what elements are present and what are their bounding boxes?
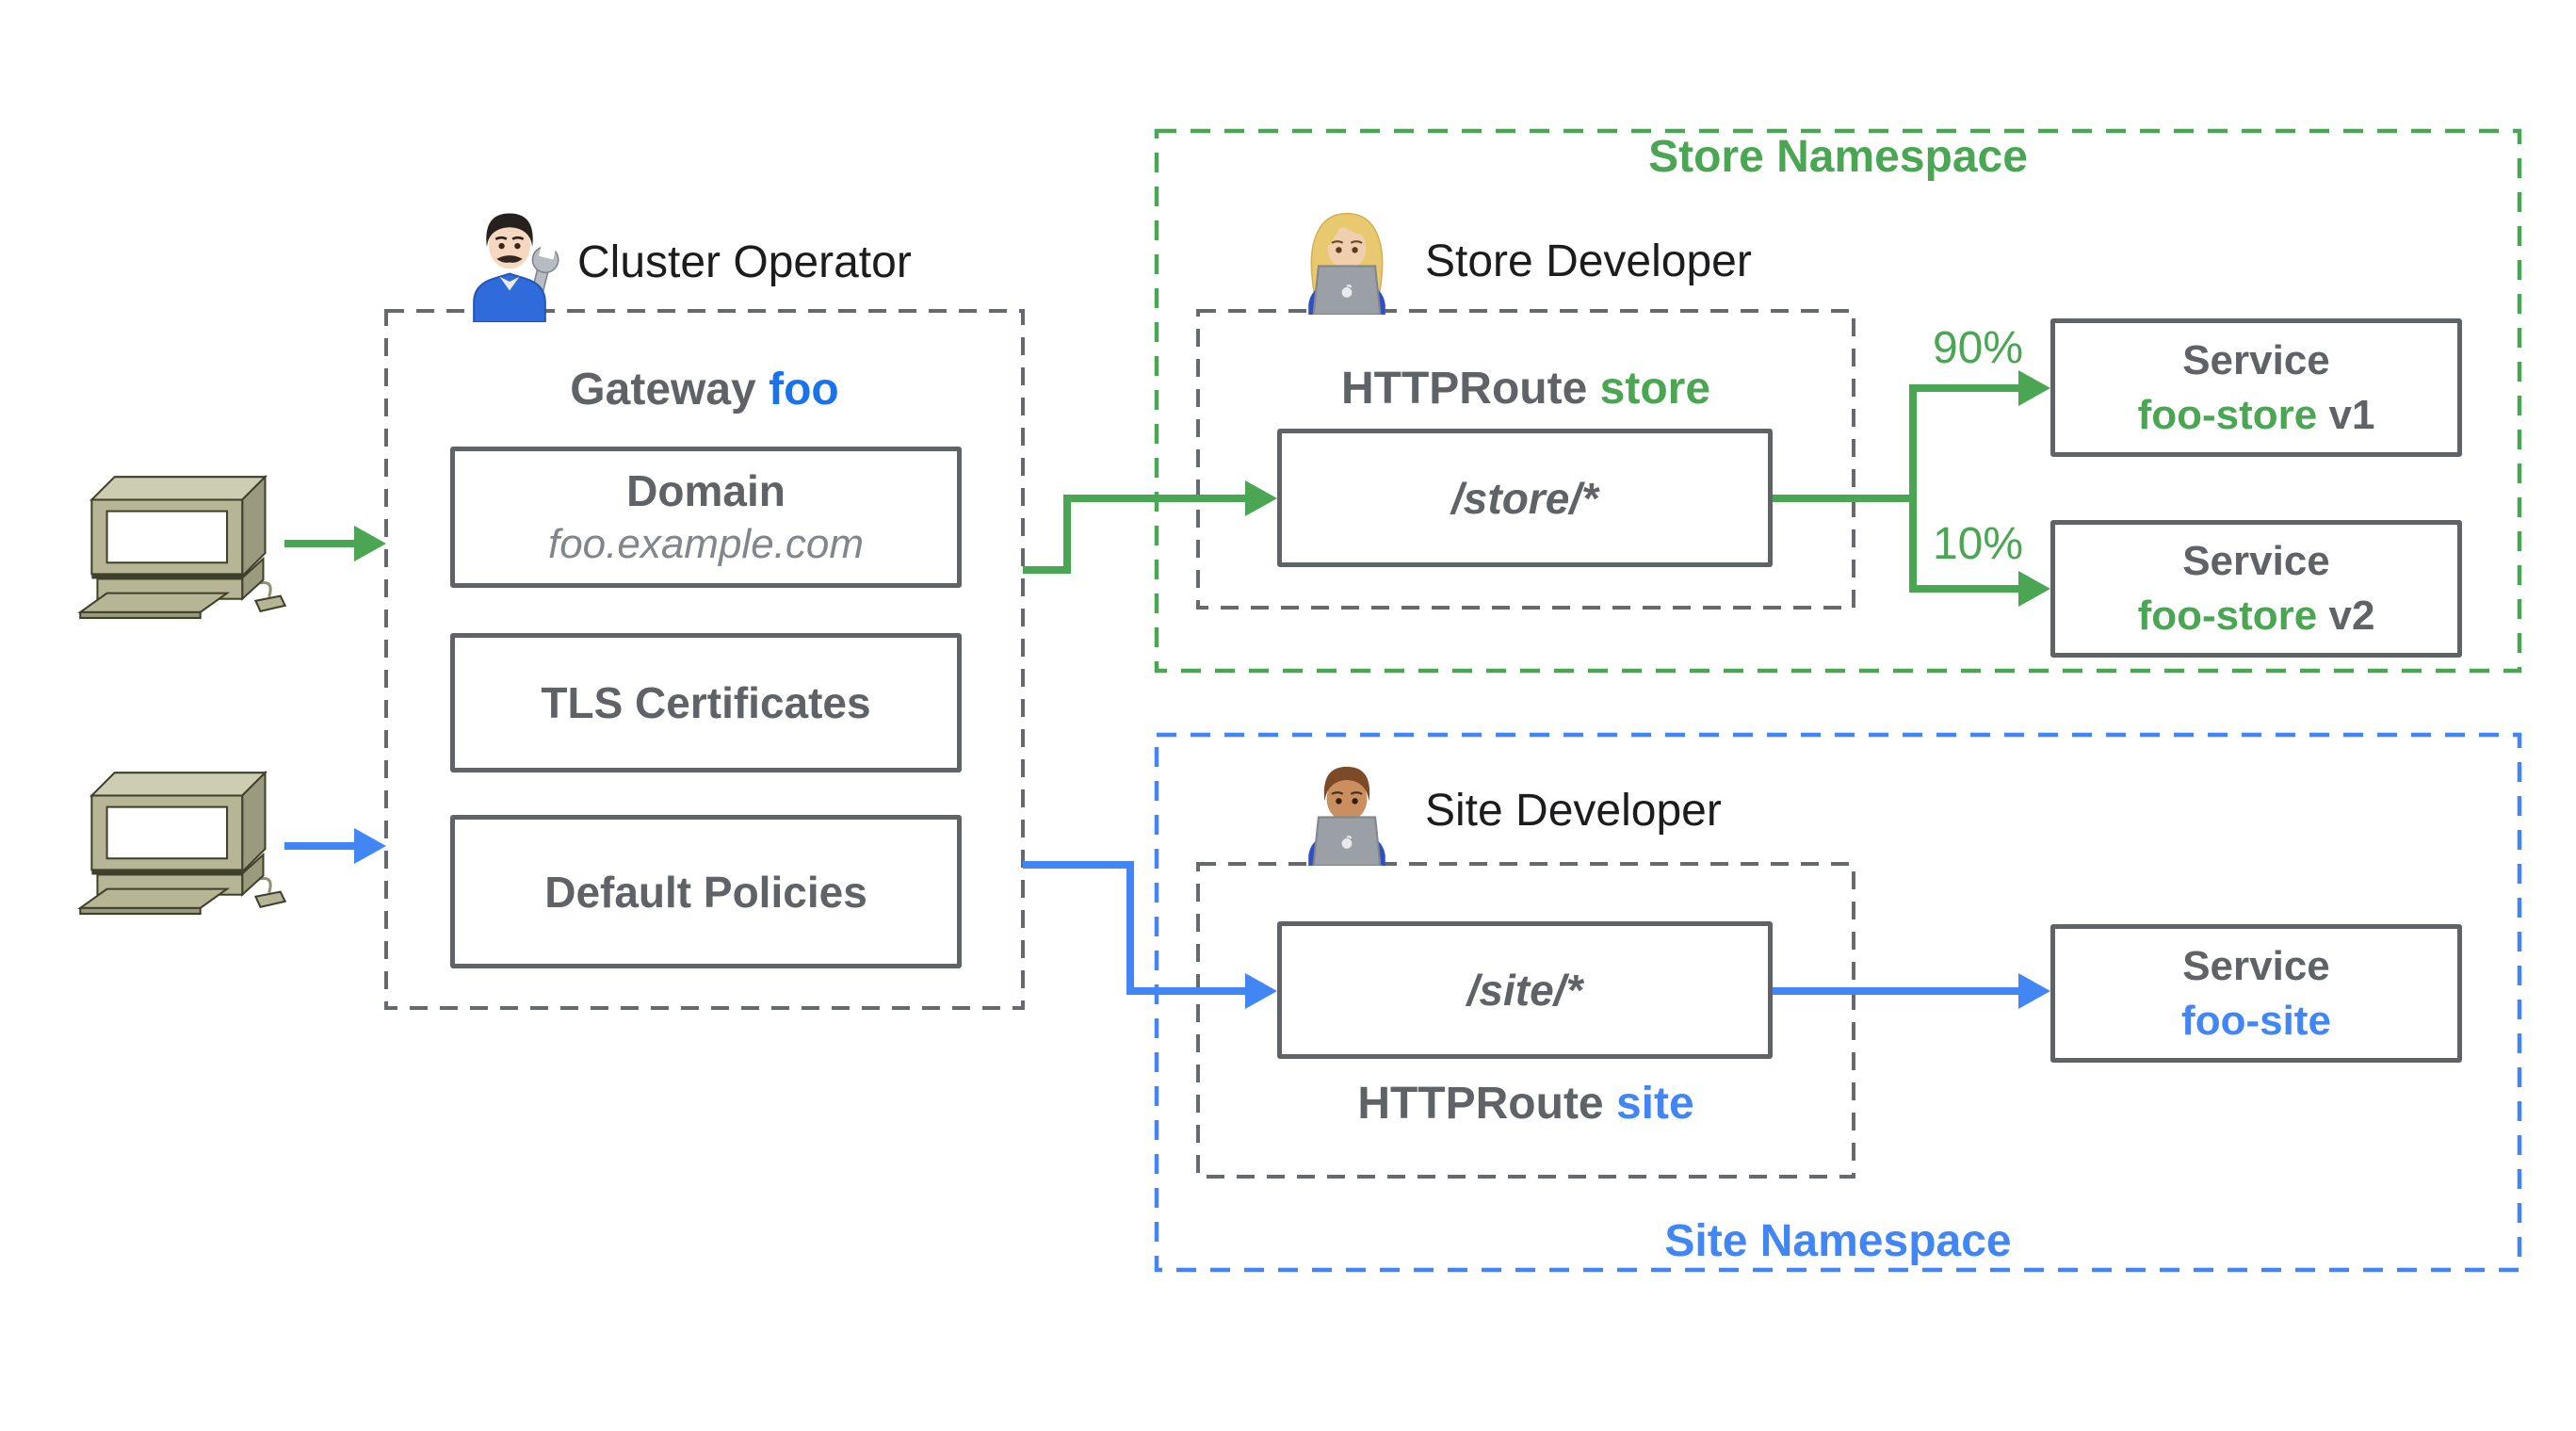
httproute-site-title-name: site: [1615, 1079, 1694, 1129]
service-site-arrowhead-icon: [2018, 973, 2050, 1009]
store-fork-v2-line: [1909, 498, 2024, 593]
service-site-kind: Service: [2182, 942, 2330, 989]
service-v1-version: v1: [2328, 391, 2375, 438]
store-developer-label: Store Developer: [1425, 236, 1752, 286]
tls-box-label: TLS Certificates: [541, 678, 871, 727]
site-developer-label: Site Developer: [1425, 786, 1722, 836]
service-foo-site-box: Service foo-site: [2050, 924, 2462, 1063]
gateway-title-name: foo: [769, 365, 839, 415]
gateway-to-site-route-line: [1023, 861, 1249, 995]
service-v1-arrowhead-icon: [2018, 370, 2050, 406]
gateway-domain-box: Domain foo.example.com: [450, 447, 962, 588]
gateway-border: [384, 309, 1025, 1010]
httproute-store-title-name: store: [1599, 364, 1711, 414]
httproute-store-title: HTTPRoute store: [1198, 363, 1854, 415]
store-route-arrowhead-icon: [1245, 480, 1277, 516]
gateway-title: Gateway foo: [386, 364, 1023, 416]
service-v1-name-line: foo-store v1: [2138, 388, 2375, 443]
client-computer-2-icon: [77, 757, 289, 919]
store-fork-v1-line: [1773, 384, 2024, 502]
cluster-operator-icon: [458, 203, 561, 322]
site-namespace-title: Site Namespace: [1664, 1216, 2012, 1266]
service-site-name-line: foo-site: [2181, 994, 2331, 1049]
site-route-arrowhead-icon: [1245, 973, 1277, 1009]
client2-arrowhead-icon: [354, 828, 386, 864]
site-route-rule: /site/*: [1466, 966, 1583, 1015]
store-namespace-border: [1154, 128, 2522, 674]
httproute-store-title-text: HTTPRoute: [1340, 364, 1588, 414]
service-v2-arrowhead-icon: [2018, 571, 2050, 607]
gateway-title-text: Gateway: [570, 365, 756, 415]
client-computer-1-icon: [77, 462, 289, 624]
httproute-site-title: HTTPRoute site: [1198, 1078, 1854, 1130]
service-site-name: foo-site: [2181, 997, 2331, 1044]
domain-box-value: foo.example.com: [547, 521, 865, 567]
policies-box-label: Default Policies: [544, 867, 867, 917]
gateway-policies-box: Default Policies: [450, 815, 962, 968]
gateway-tls-box: TLS Certificates: [450, 633, 962, 772]
domain-box-title: Domain: [626, 466, 786, 515]
service-v2-version: v2: [2328, 593, 2375, 639]
httproute-site-title-text: HTTPRoute: [1357, 1079, 1604, 1129]
weight-90-label: 90%: [1932, 323, 2024, 373]
site-developer-icon: [1294, 755, 1400, 866]
httproute-site-border: [1196, 862, 1855, 1179]
service-foo-store-v2-box: Service foo-store v2: [2050, 520, 2462, 658]
site-route-rule-box: /site/*: [1277, 921, 1773, 1059]
service-v2-kind: Service: [2182, 538, 2330, 584]
service-foo-store-v1-box: Service foo-store v1: [2050, 318, 2462, 457]
store-namespace-title: Store Namespace: [1648, 132, 2028, 182]
weight-10-label: 10%: [1932, 519, 2024, 569]
service-v1-name: foo-store: [2137, 391, 2318, 438]
client1-arrowhead-icon: [354, 526, 386, 561]
httproute-store-border: [1196, 309, 1855, 610]
service-v1-kind: Service: [2182, 336, 2330, 383]
service-v2-name: foo-store: [2137, 593, 2318, 639]
gateway-to-store-route-line: [1023, 495, 1249, 574]
service-v2-name-line: foo-store v2: [2138, 589, 2375, 643]
store-route-rule-box: /store/*: [1277, 429, 1773, 567]
site-namespace-border: [1154, 732, 2522, 1273]
cluster-operator-label: Cluster Operator: [577, 237, 912, 287]
store-route-rule: /store/*: [1451, 473, 1598, 523]
store-developer-icon: [1294, 203, 1400, 315]
